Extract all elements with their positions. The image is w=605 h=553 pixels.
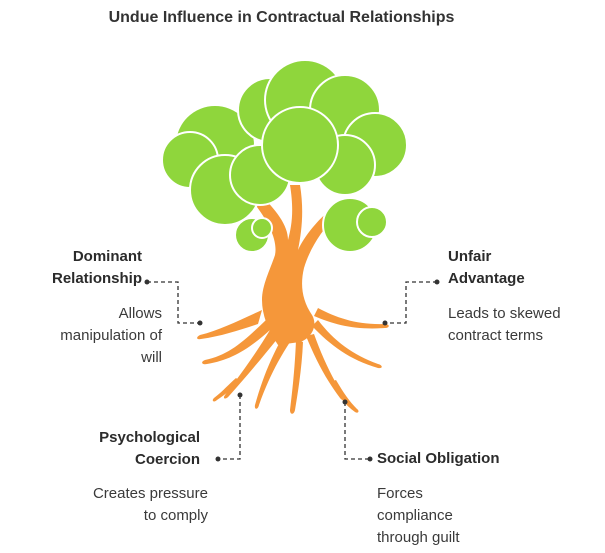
connector-dots: [144, 279, 440, 462]
tree-trunk: [250, 185, 336, 345]
diagram-title: Undue Influence in Contractual Relations…: [108, 9, 455, 26]
social-obligation-label: Social Obligation: [377, 450, 500, 467]
dominant-relationship-desc: Allows manipulation of will: [60, 305, 162, 366]
dominant-relationship-label: Dominant Relationship: [51, 248, 142, 287]
tree-roots: [197, 308, 389, 414]
social-obligation-desc: Forces compliance through guilt: [377, 485, 460, 546]
unfair-advantage-label: Unfair Advantage: [448, 248, 525, 287]
connector-social: [344, 402, 370, 460]
psychological-coercion-desc: Creates pressure to comply: [92, 485, 208, 524]
connector-unfair: [385, 281, 437, 324]
psychological-coercion-label: Psychological Coercion: [99, 429, 200, 468]
connector-dominant: [147, 281, 200, 324]
tree-foliage: [161, 59, 408, 253]
unfair-advantage-desc: Leads to skewed contract terms: [448, 305, 561, 344]
connector-psych: [218, 395, 241, 460]
connectors: [147, 281, 437, 460]
